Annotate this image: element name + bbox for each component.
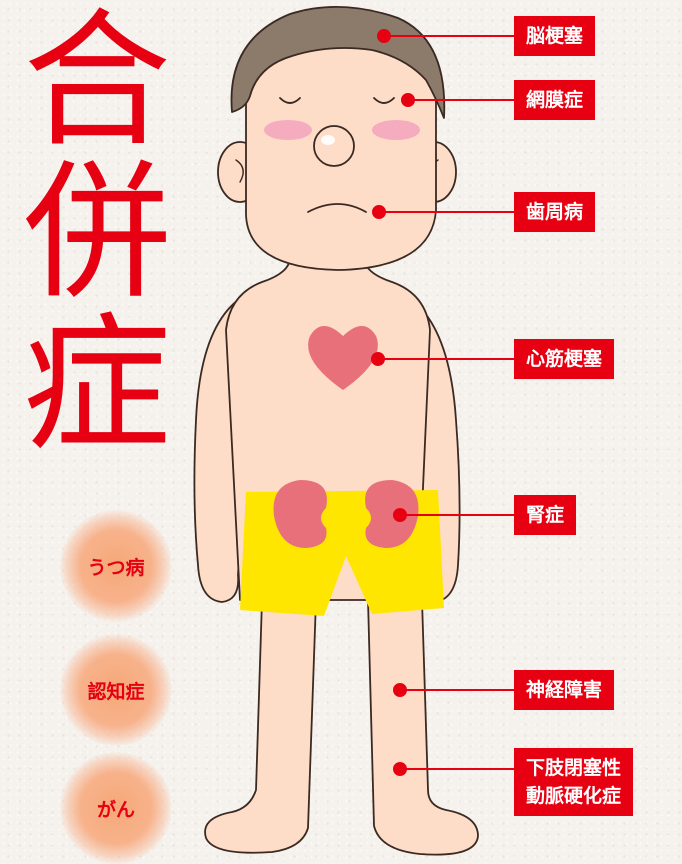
retina-dot [402, 94, 414, 106]
left-cheek [264, 120, 312, 140]
left-leg [205, 600, 316, 853]
label-brain-infarction: 脳梗塞 [514, 16, 595, 56]
label-artery-line1: 下肢閉塞性 [526, 754, 621, 782]
label-periodontal: 歯周病 [514, 192, 595, 232]
label-myocardial-infarction: 心筋梗塞 [514, 339, 614, 379]
kidney-dot [394, 509, 406, 521]
brain-dot [378, 30, 390, 42]
right-leg [368, 600, 478, 855]
nose [314, 126, 354, 166]
label-nephropathy: 腎症 [514, 495, 576, 535]
gum-dot [373, 206, 385, 218]
artery-dot [394, 763, 406, 775]
label-artery-line2: 動脈硬化症 [526, 782, 621, 810]
label-peripheral-artery: 下肢閉塞性 動脈硬化症 [514, 748, 633, 816]
right-cheek [372, 120, 420, 140]
heart-dot [372, 353, 384, 365]
nerve-dot [394, 684, 406, 696]
label-retinopathy: 網膜症 [514, 80, 595, 120]
label-neuropathy: 神経障害 [514, 670, 614, 710]
